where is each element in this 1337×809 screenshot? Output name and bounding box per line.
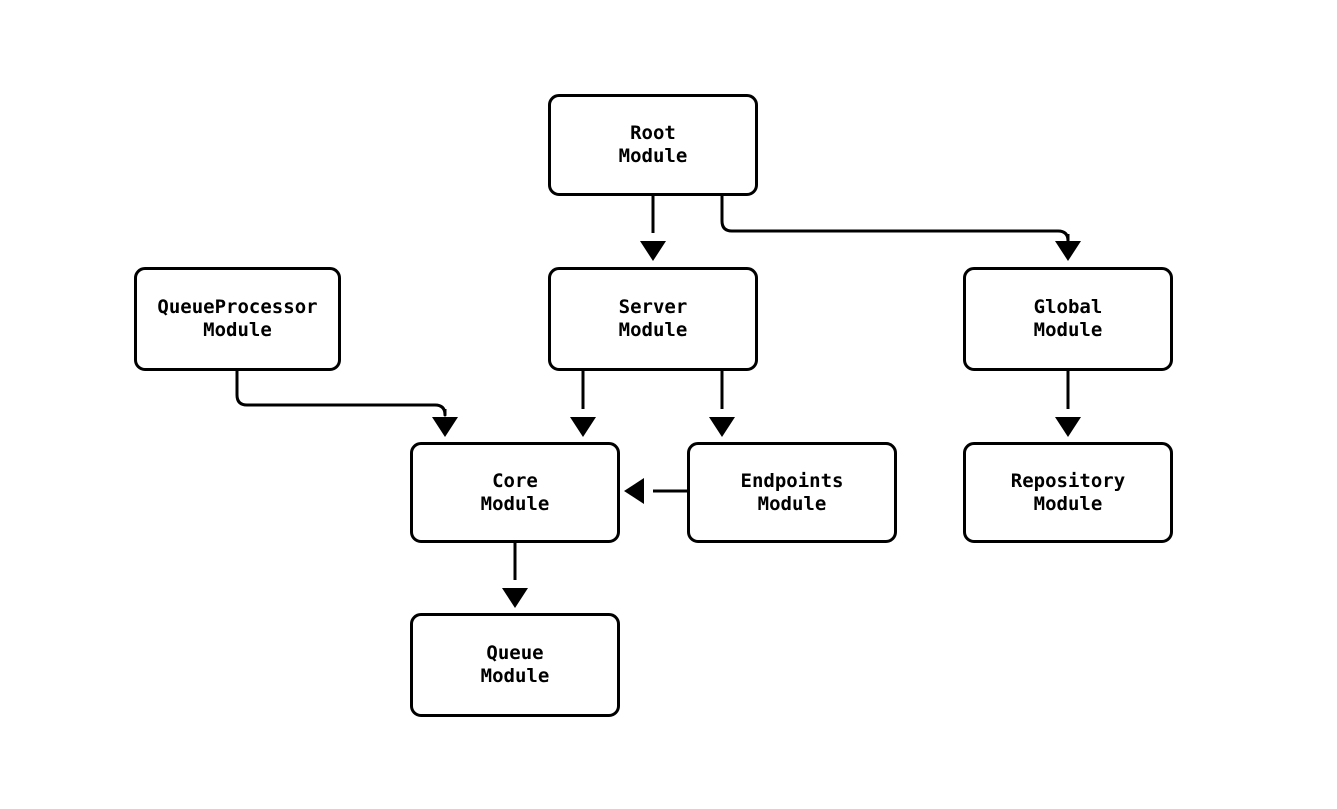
arrow-queueprocessor-to-core <box>432 417 458 437</box>
node-label-line2: Module <box>480 665 550 687</box>
edge-queueprocessor-to-core <box>235 371 447 417</box>
arrow-endpoints-to-core <box>624 478 644 504</box>
node-label-line2: Module <box>757 492 827 515</box>
node-label-line2: Module <box>1033 319 1103 341</box>
node-label-line1: Root <box>630 122 676 144</box>
node-label-line1: Repository <box>1010 469 1126 492</box>
arrow-server-to-core <box>570 417 596 437</box>
node-label-line2: Module <box>618 319 688 341</box>
node-label-line1: QueueProcessor <box>157 296 318 318</box>
arrow-global-to-repository <box>1055 417 1081 437</box>
edge-root-to-global <box>720 196 1070 243</box>
arrow-root-to-server <box>640 241 666 261</box>
node-label-line1: Queue <box>486 642 544 664</box>
node-label-line1: Endpoints <box>740 469 844 492</box>
node-label-line1: Core <box>492 469 538 492</box>
node-label-line2: Module <box>480 492 550 515</box>
node-label-line2: Module <box>1033 492 1103 515</box>
node-label-line2: Module <box>203 319 272 341</box>
node-label-line1: Global <box>1033 296 1103 318</box>
arrow-core-to-queue <box>502 588 528 608</box>
node-label-line2: Module <box>618 145 688 167</box>
node-label-line1: Server <box>618 296 688 318</box>
arrow-server-to-endpoints <box>709 417 735 437</box>
arrow-root-to-global <box>1055 241 1081 261</box>
